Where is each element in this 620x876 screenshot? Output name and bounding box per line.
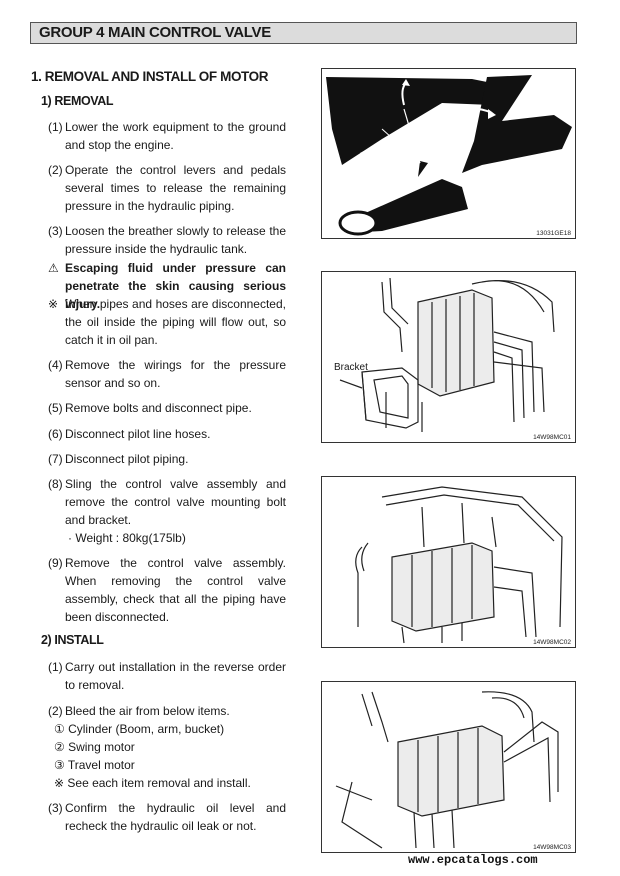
bracket-label: Bracket bbox=[334, 362, 368, 373]
install-title: 2) INSTALL bbox=[41, 633, 104, 647]
warning-icon: ⚠ bbox=[48, 261, 59, 275]
figure-valve-bracket: Bracket 14W98MC01 bbox=[321, 271, 576, 443]
valve-hoses-illustration bbox=[335, 691, 559, 849]
valve-bracket-illustration bbox=[339, 277, 555, 432]
figure-code: 14W98MC03 bbox=[533, 844, 571, 851]
figure-code: 14W98MC01 bbox=[533, 434, 571, 441]
figure-valve-assembly: 14W98MC02 bbox=[321, 476, 576, 648]
figure-breather: 13031GE18 bbox=[321, 68, 576, 239]
reference-mark-icon: ※ bbox=[48, 297, 59, 311]
removal-title: 1) REMOVAL bbox=[41, 94, 114, 108]
footer-url: www.epcatalogs.com bbox=[408, 853, 538, 867]
section-title: 1. REMOVAL AND INSTALL OF MOTOR bbox=[31, 69, 269, 84]
group-header-bar: GROUP 4 MAIN CONTROL VALVE bbox=[30, 22, 577, 44]
figure-code: 14W98MC02 bbox=[533, 639, 571, 646]
valve-assembly-illustration bbox=[355, 486, 563, 644]
group-title: GROUP 4 MAIN CONTROL VALVE bbox=[39, 24, 271, 41]
breather-illustration bbox=[326, 75, 572, 236]
figure-code: 13031GE18 bbox=[536, 230, 571, 237]
figure-valve-hoses: 14W98MC03 bbox=[321, 681, 576, 853]
